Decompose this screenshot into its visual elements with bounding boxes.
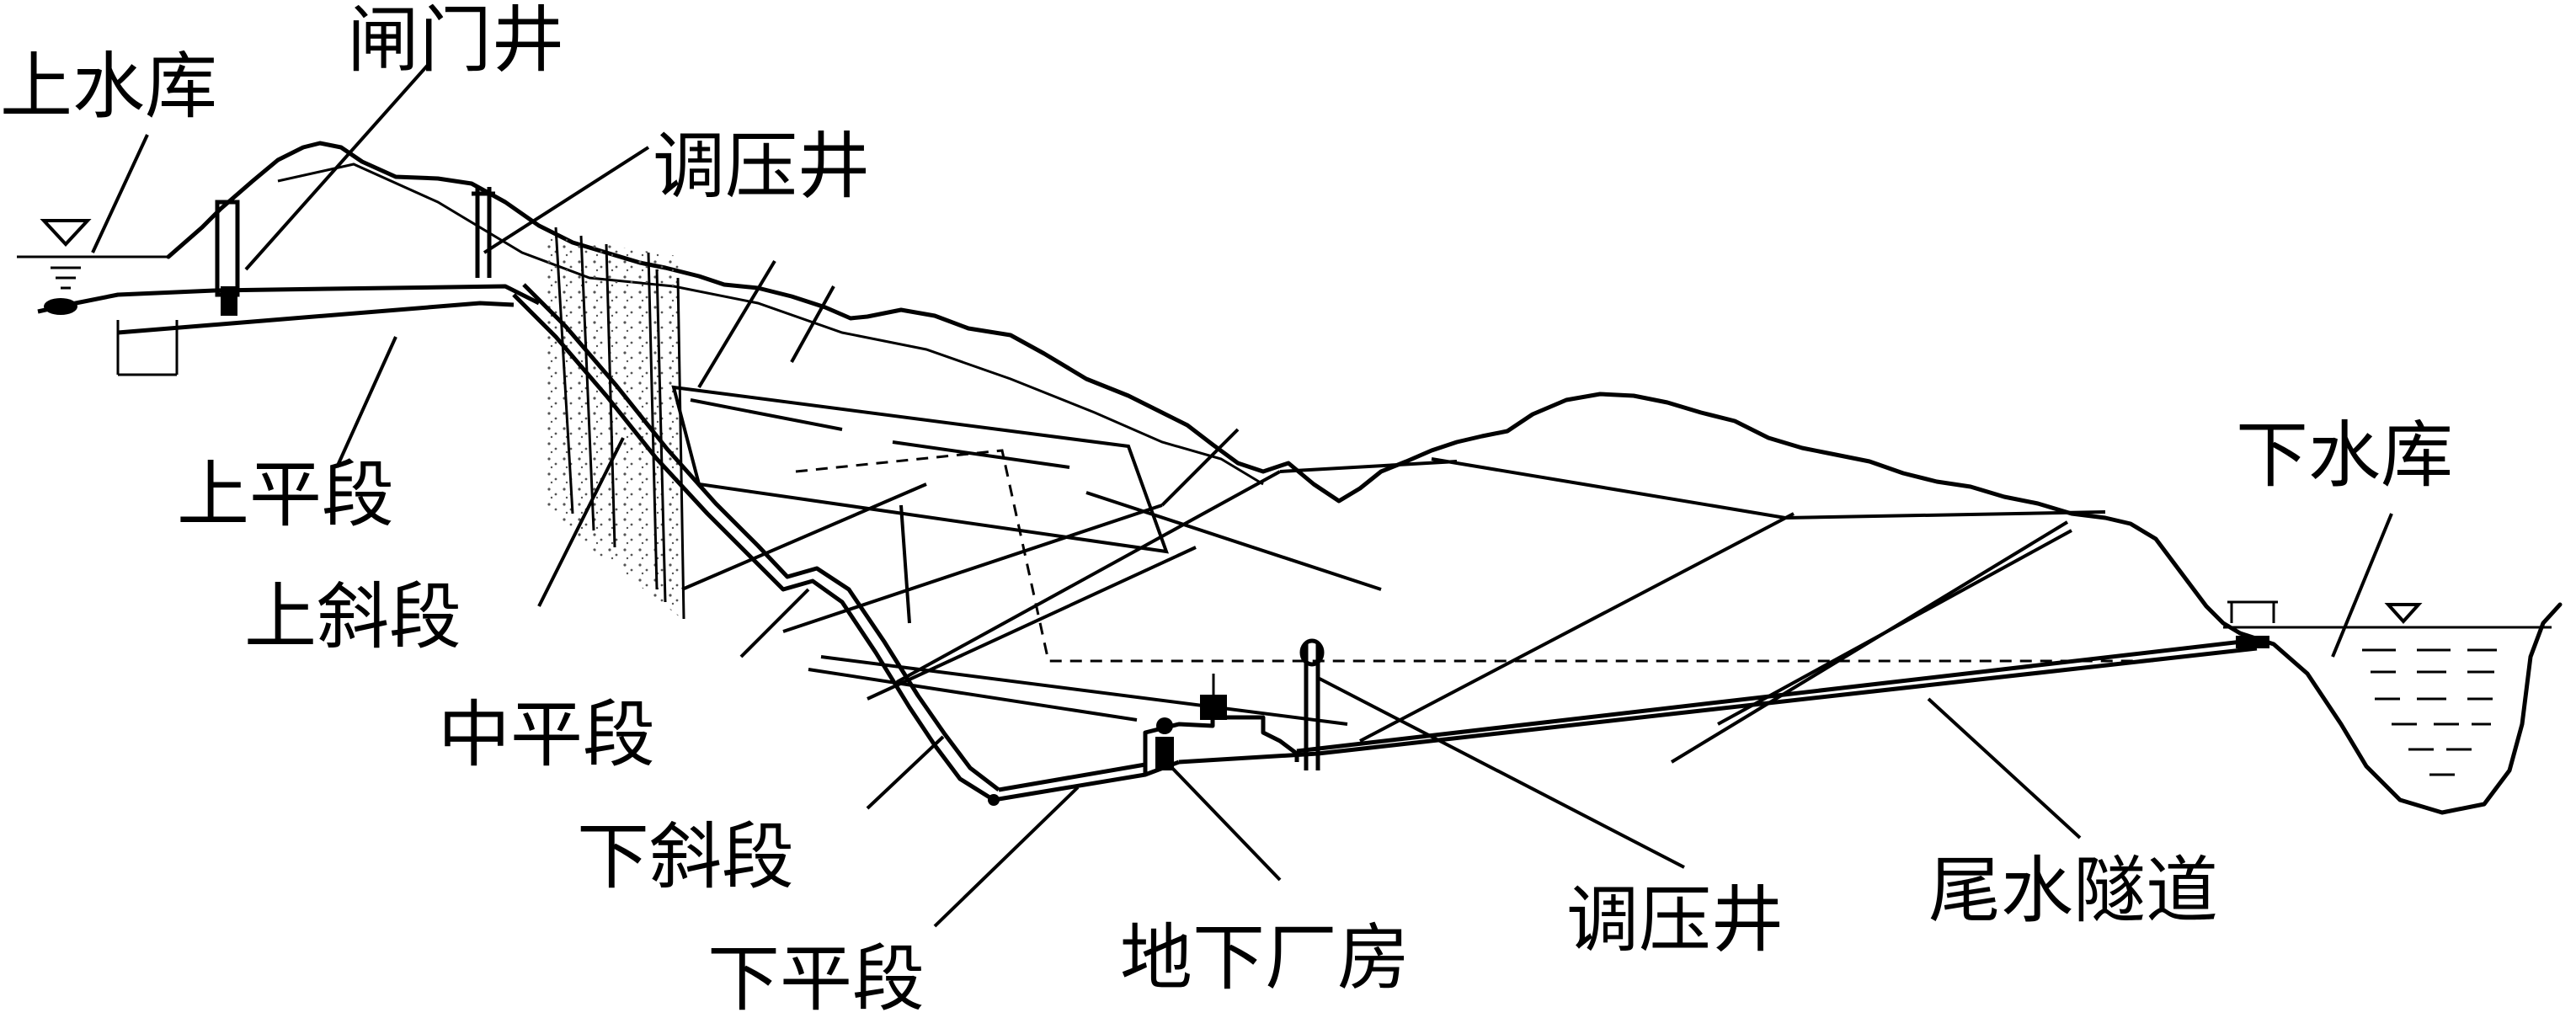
upper-reservoir-water [17, 219, 168, 290]
label-upper-flat: 上平段 [177, 453, 394, 537]
fault-lines [671, 259, 2106, 764]
dashed-access-line [795, 449, 2156, 663]
label-lower-reservoir: 下水库 [2236, 413, 2453, 498]
lower-reservoir-basin [2223, 600, 2563, 815]
label-gate-shaft: 闸门井 [347, 0, 564, 83]
upper-flat-tunnel [117, 284, 541, 335]
label-upper-reservoir: 上水库 [0, 45, 217, 129]
label-upper-incline: 上斜段 [244, 575, 461, 659]
label-surge-shaft-upper: 调压井 [653, 125, 870, 209]
leader-lines [91, 61, 2393, 928]
label-surge-shaft-lower: 调压井 [1566, 878, 1784, 962]
label-tailrace-tunnel: 尾水隧道 [1928, 849, 2218, 933]
pressure-tunnel [512, 283, 1000, 806]
label-middle-flat: 中平段 [438, 693, 655, 777]
tailrace-tunnel-line [1178, 637, 2258, 765]
upper-surge-shaft-structure [472, 187, 495, 278]
gate-shaft-structure [215, 200, 240, 316]
label-lower-flat: 下平段 [707, 937, 925, 1021]
weathered-rock-line [277, 163, 1264, 486]
label-underground-powerhouse: 地下厂房 [1120, 916, 1410, 1000]
label-lower-incline: 下斜段 [577, 815, 794, 899]
lower-flat-tunnel [993, 760, 1180, 802]
ground-profile [166, 141, 2243, 636]
intake-structure [37, 288, 216, 376]
shaft-rock-zone [547, 227, 685, 620]
